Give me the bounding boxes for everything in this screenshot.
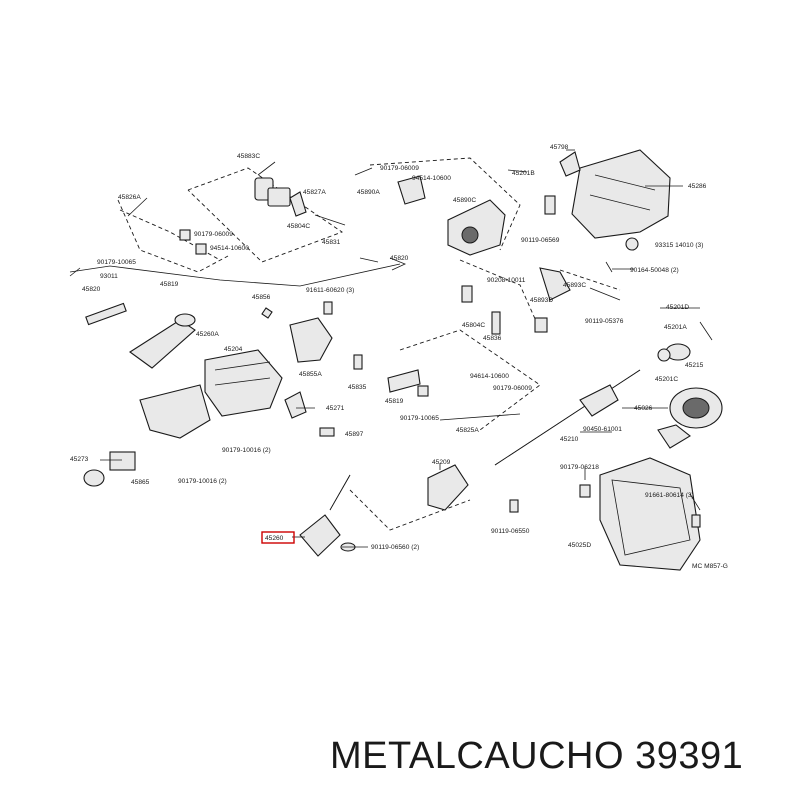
label-45273: 45273 xyxy=(70,456,89,463)
label-45820-b: 45820 xyxy=(82,286,101,293)
label-45201d: 45201D xyxy=(666,304,689,311)
label-45836: 45836 xyxy=(483,335,502,342)
label-90179-10065-b: 90179-10065 xyxy=(400,415,439,422)
label-45893c: 45893C xyxy=(563,282,586,289)
label-45271: 45271 xyxy=(326,405,345,412)
part-labels: 45883C 90179-06009 94514-10600 45201B 45… xyxy=(70,144,728,570)
label-45798: 45798 xyxy=(550,144,569,151)
label-45201b: 45201B xyxy=(512,170,535,177)
label-90179-06218: 90179-06218 xyxy=(560,464,599,471)
label-93315-14010: 93315 14010 (3) xyxy=(655,242,703,249)
label-45855a: 45855A xyxy=(299,371,322,378)
label-45826a: 45826A xyxy=(118,194,141,201)
leader-lines xyxy=(100,149,701,548)
label-45856: 45856 xyxy=(252,294,271,301)
column-cover-upper xyxy=(544,149,671,273)
label-45893d: 45893D xyxy=(530,297,553,304)
label-91611-60620: 91611-60620 (3) xyxy=(306,287,354,294)
cable-assembly xyxy=(69,257,407,287)
label-45819-a: 45819 xyxy=(160,281,179,288)
brand-part-caption: METALCAUCHO 39391 xyxy=(330,735,744,777)
label-mc-m857-g: MC M857-G xyxy=(692,563,728,570)
label-90119-05376: 90119-05376 xyxy=(585,318,624,325)
label-90179-10065-a: 90179-10065 xyxy=(97,259,136,266)
label-93011: 93011 xyxy=(100,273,118,280)
label-90179-06009-b: 90179-06009 xyxy=(194,231,233,238)
highlighted-part-box xyxy=(261,531,295,544)
lock-bracket-assembly xyxy=(179,175,506,256)
steering-column-left xyxy=(83,302,333,487)
label-90119-06550: 90119-06550 xyxy=(491,528,530,535)
label-45819-b: 45819 xyxy=(385,398,404,405)
label-90179-10016-b: 90179-10016 (2) xyxy=(178,478,227,485)
label-90450-61001: 90450-61001 xyxy=(583,426,622,433)
label-45835: 45835 xyxy=(348,384,367,391)
label-45890c: 45890C xyxy=(453,197,476,204)
label-94514-10600-b: 94514-10600 xyxy=(210,245,249,252)
middle-components xyxy=(261,267,621,437)
label-45260: 45260 xyxy=(265,535,284,542)
label-45210: 45210 xyxy=(560,436,579,443)
label-45865: 45865 xyxy=(131,479,150,486)
label-45804c-a: 45804C xyxy=(287,223,310,230)
label-45286: 45286 xyxy=(688,183,707,190)
label-90179-10016-a: 90179-10016 (2) xyxy=(222,447,271,454)
label-45201a: 45201A xyxy=(664,324,687,331)
label-45260a: 45260A xyxy=(196,331,219,338)
intermediate-shaft xyxy=(299,369,641,557)
label-45831: 45831 xyxy=(322,239,341,246)
label-45897: 45897 xyxy=(345,431,364,438)
right-side-parts xyxy=(579,321,723,571)
label-45804c-b: 45804C xyxy=(462,322,485,329)
label-90208-10011: 90208-10011 xyxy=(487,277,526,284)
label-45204: 45204 xyxy=(224,346,243,353)
label-45025d: 45025D xyxy=(568,542,591,549)
label-90119-06560: 90119-06560 (2) xyxy=(371,544,419,551)
label-45201c: 45201C xyxy=(655,376,678,383)
label-91661-80614: 91661-80614 (3) xyxy=(645,492,694,499)
label-45026: 45026 xyxy=(634,405,653,412)
label-90164-50048: 90164-50048 (2) xyxy=(630,267,679,274)
label-45890a: 45890A xyxy=(357,189,380,196)
label-45215: 45215 xyxy=(685,362,704,369)
label-94614-10600: 94614-10600 xyxy=(470,373,509,380)
label-94514-10600-a: 94514-10600 xyxy=(412,175,451,182)
label-45883c: 45883C xyxy=(237,153,260,160)
label-45209: 45209 xyxy=(432,459,451,466)
label-90119-06569: 90119-06569 xyxy=(521,237,560,244)
label-90179-06009-a: 90179-06009 xyxy=(380,165,419,172)
label-45825a: 45825A xyxy=(456,427,479,434)
label-45820-a: 45820 xyxy=(390,255,409,262)
label-90179-06009-c: 90179-06009 xyxy=(493,385,532,392)
label-45827a: 45827A xyxy=(303,189,326,196)
